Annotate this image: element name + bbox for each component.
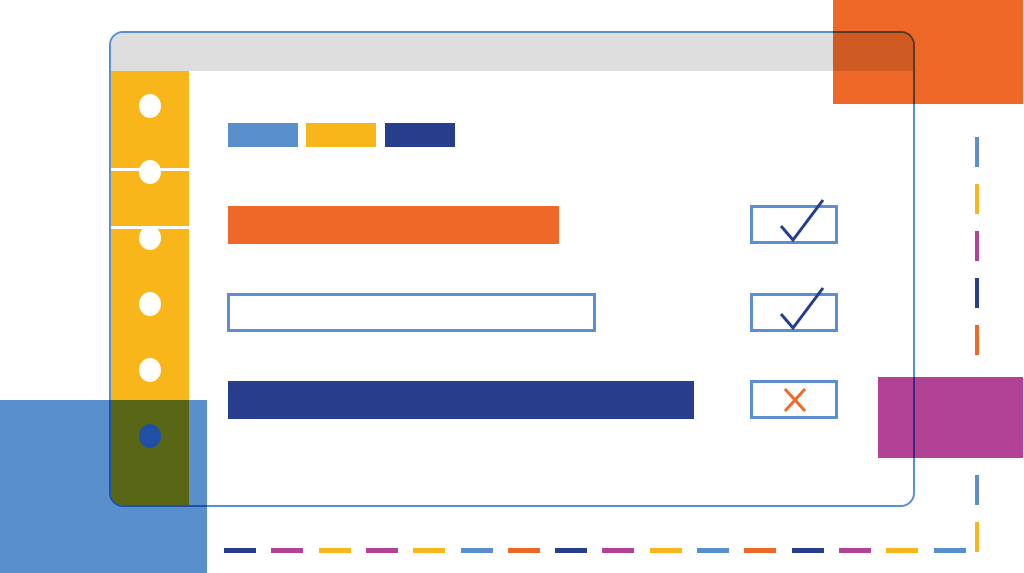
dash-segment — [602, 548, 635, 553]
sidebar-item-dot[interactable] — [139, 160, 161, 184]
dash-segment — [975, 137, 979, 167]
row-bar-navy — [228, 381, 694, 419]
check-icon — [779, 199, 825, 243]
dash-segment — [365, 548, 398, 553]
dash-segment — [975, 522, 979, 552]
dash-segment — [507, 548, 540, 553]
dash-segment — [271, 548, 304, 553]
dash-segment — [933, 548, 966, 553]
decor-square-magenta — [878, 377, 1023, 458]
row-bar-orange — [228, 206, 559, 244]
dash-segment — [838, 548, 871, 553]
check-icon — [779, 287, 825, 331]
sidebar-item-dot[interactable] — [139, 292, 161, 316]
checkbox-row-2[interactable] — [750, 287, 838, 332]
dash-segment — [975, 231, 979, 261]
checkbox-row-1[interactable] — [750, 199, 838, 244]
sidebar-item-dot[interactable] — [139, 358, 161, 382]
checkbox-row-3[interactable] — [750, 380, 838, 419]
dash-segment — [413, 548, 446, 553]
dash-segment — [697, 548, 729, 553]
dash-segment — [649, 548, 682, 553]
decor-square-orange — [833, 0, 1023, 104]
sidebar-item-dot[interactable] — [139, 226, 161, 250]
dash-segment — [975, 278, 979, 308]
dash-segment — [460, 548, 493, 553]
dash-segment — [318, 548, 351, 553]
sidebar-item-dot[interactable] — [139, 94, 161, 118]
dash-segment — [224, 548, 256, 553]
close-icon — [783, 387, 807, 413]
dash-segment — [975, 475, 979, 505]
title-bar — [111, 33, 913, 71]
app-window — [109, 31, 915, 507]
dash-segment — [555, 548, 588, 553]
dash-segment — [886, 548, 919, 553]
dash-segment — [744, 548, 777, 553]
legend-swatch-yellow — [306, 123, 376, 147]
row-input-field[interactable] — [227, 293, 596, 332]
legend-swatch-navy — [385, 123, 455, 147]
dash-segment — [975, 325, 979, 355]
legend-swatch-blue — [228, 123, 298, 147]
dash-segment — [791, 548, 824, 553]
decor-square-blue — [0, 400, 207, 573]
dash-segment — [975, 184, 979, 214]
